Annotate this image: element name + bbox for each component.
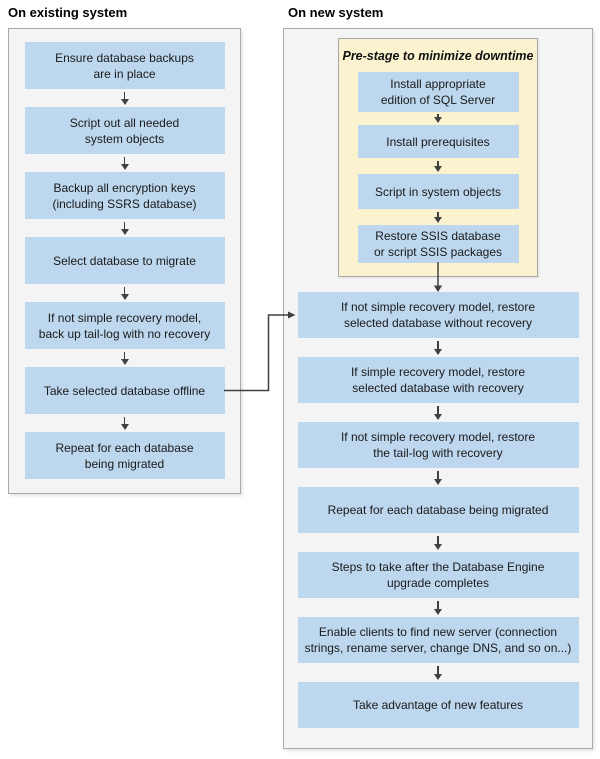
step-restore-ssis: Restore SSIS database or script SSIS pac… [357, 225, 519, 263]
arrow-down-icon [434, 158, 442, 174]
arrow-down-icon [121, 284, 129, 302]
step-script-in-system-objects: Script in system objects [357, 174, 519, 209]
arrow-down-icon [121, 89, 129, 107]
column-header-existing-system: On existing system [8, 5, 128, 20]
step-take-database-offline: Take selected database offline [24, 367, 225, 414]
step-install-sql-server: Install appropriate edition of SQL Serve… [357, 72, 519, 112]
prestage-group: Pre-stage to minimize downtime Install a… [338, 38, 538, 277]
step-enable-clients: Enable clients to find new server (conne… [297, 617, 579, 663]
step-restore-tail-log: If not simple recovery model, restore th… [297, 422, 579, 468]
column-header-new-system: On new system [288, 5, 384, 20]
step-select-database: Select database to migrate [24, 237, 225, 284]
step-script-out-system-objects: Script out all needed system objects [24, 107, 225, 154]
arrow-down-icon [434, 403, 442, 422]
arrow-down-icon [434, 468, 442, 487]
arrow-down-icon [434, 663, 442, 682]
step-restore-with-recovery: If simple recovery model, restore select… [297, 357, 579, 403]
step-ensure-backups: Ensure database backups are in place [24, 42, 225, 89]
arrow-down-icon [434, 598, 442, 617]
arrow-down-icon [121, 349, 129, 367]
new-system-panel: Pre-stage to minimize downtime Install a… [283, 28, 593, 749]
step-install-prerequisites: Install prerequisites [357, 125, 519, 158]
arrow-down-icon [434, 209, 442, 225]
prestage-title: Pre-stage to minimize downtime [342, 49, 534, 63]
arrow-down-icon [121, 219, 129, 237]
arrow-down-icon [121, 414, 129, 432]
step-backup-encryption-keys: Backup all encryption keys (including SS… [24, 172, 225, 219]
step-backup-tail-log: If not simple recovery model, back up ta… [24, 302, 225, 349]
step-restore-without-recovery: If not simple recovery model, restore se… [297, 292, 579, 338]
step-post-upgrade-steps: Steps to take after the Database Engine … [297, 552, 579, 598]
step-take-advantage-new-features: Take advantage of new features [297, 682, 579, 728]
arrow-down-icon [434, 533, 442, 552]
arrow-down-icon [434, 338, 442, 357]
existing-system-panel: Ensure database backups are in place Scr… [8, 28, 241, 494]
step-repeat-each-database-new-system: Repeat for each database being migrated [297, 487, 579, 533]
arrow-down-icon [121, 154, 129, 172]
step-repeat-each-database: Repeat for each database being migrated [24, 432, 225, 479]
arrow-down-icon [434, 112, 442, 125]
